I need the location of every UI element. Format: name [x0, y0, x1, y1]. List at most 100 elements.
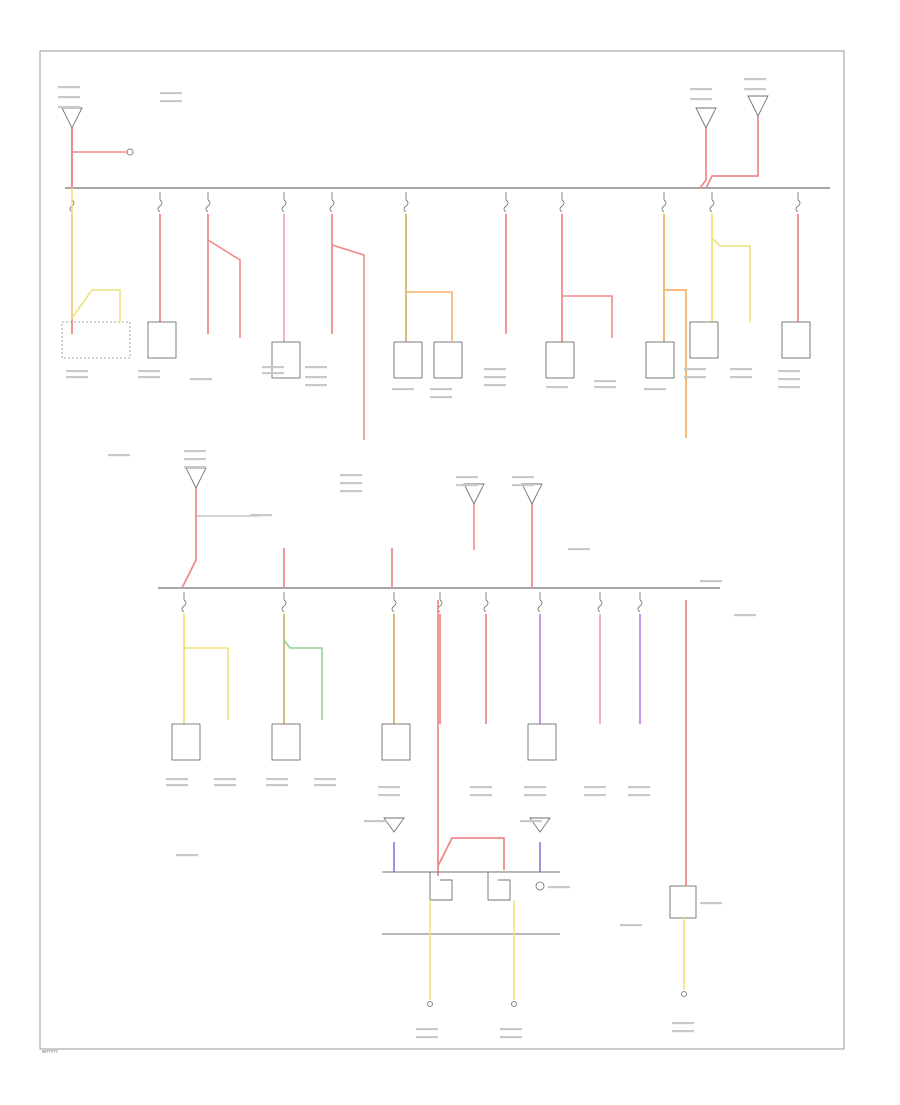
label-mark-49: [166, 778, 188, 781]
label-mark-32: [730, 368, 752, 371]
label-mark-3: [58, 106, 80, 109]
top-left-branch-terminal-icon: [126, 148, 134, 156]
label-mark-45: [512, 476, 534, 479]
top-red-loop-wire: [207, 239, 241, 338]
middle-fuse-1-icon: [181, 592, 187, 613]
label-mark-78: [176, 854, 198, 857]
label-mark-22: [430, 396, 452, 399]
label-mark-23: [484, 368, 506, 371]
label-mark-37: [184, 450, 206, 453]
label-mark-16: [262, 372, 284, 375]
bottom-relay-section: [382, 600, 697, 1007]
label-mark-28: [594, 386, 616, 389]
middle-center-source-connector-icon: [463, 483, 485, 506]
label-mark-52: [214, 784, 236, 787]
label-mark-61: [524, 786, 546, 789]
middle-right-source-connector-icon: [521, 483, 543, 506]
top-fuse-6-icon: [403, 192, 409, 213]
label-mark-62: [524, 794, 546, 797]
middle-fuse-7-icon: [597, 592, 603, 613]
label-mark-36: [778, 386, 800, 389]
label-mark-73: [500, 1028, 522, 1031]
bottom-right-ground-terminal-icon: [511, 1001, 517, 1007]
label-mark-56: [314, 784, 336, 787]
label-mark-31: [684, 376, 706, 379]
top-orange-wire: [406, 291, 453, 342]
middle-fuse-panel: [158, 467, 720, 761]
middle-fuse-2-icon: [281, 592, 287, 613]
top-yellow-wire-2: [711, 237, 751, 322]
label-mark-14: [190, 378, 212, 381]
label-mark-66: [628, 794, 650, 797]
top-fuse-8-icon: [559, 192, 565, 213]
middle-component-box-2: [271, 723, 301, 761]
top-component-box-6: [645, 341, 675, 379]
label-mark-46: [512, 484, 534, 487]
label-mark-53: [266, 778, 288, 781]
label-mark-24: [484, 376, 506, 379]
label-mark-8: [160, 92, 182, 95]
label-mark-30: [684, 368, 706, 371]
label-mark-59: [470, 786, 492, 789]
top-component-box-8: [781, 321, 811, 359]
top-fuse-2-icon: [157, 192, 163, 213]
top-yellow-wire: [71, 188, 121, 322]
label-mark-79: [620, 924, 642, 927]
label-mark-20: [392, 388, 414, 391]
top-left-source-connector-icon: [61, 107, 83, 130]
diagram-frame: [39, 50, 845, 1050]
label-mark-70: [700, 902, 722, 905]
label-mark-64: [584, 794, 606, 797]
top-fuse-9-icon: [661, 192, 667, 213]
top-red-long-wire: [331, 244, 365, 440]
label-mark-51: [214, 778, 236, 781]
label-mark-21: [430, 388, 452, 391]
label-mark-35: [778, 378, 800, 381]
label-mark-44: [456, 484, 478, 487]
bottom-fuse-link-terminal-icon: [535, 881, 545, 891]
top-component-box-7: [689, 321, 719, 359]
top-component-box-5: [545, 341, 575, 379]
label-mark-77: [108, 454, 130, 457]
label-mark-50: [166, 784, 188, 787]
top-fuse-10-icon: [709, 192, 715, 213]
label-mark-75: [672, 1022, 694, 1025]
bottom-left-ground-terminal-icon: [427, 1001, 433, 1007]
label-mark-76: [672, 1030, 694, 1033]
label-mark-41: [340, 482, 362, 485]
label-mark-17: [305, 366, 327, 369]
unreadable-label-marks: [58, 78, 800, 1039]
middle-yellow-wire: [183, 640, 229, 720]
middle-green-wire: [283, 639, 323, 720]
bottom-left-connector-icon: [383, 817, 405, 833]
label-mark-74: [500, 1036, 522, 1039]
label-mark-33: [730, 376, 752, 379]
label-mark-69: [548, 886, 570, 889]
label-mark-5: [690, 98, 712, 101]
top-component-box-4: [433, 341, 463, 379]
label-mark-1: [58, 86, 80, 89]
top-fuse-3-icon: [205, 192, 211, 213]
bottom-right-relay-switch-icon: [487, 872, 511, 901]
top-fuse-4-icon: [281, 192, 287, 213]
label-mark-26: [546, 386, 568, 389]
label-mark-43: [456, 476, 478, 479]
label-mark-7: [744, 88, 766, 91]
top-right-source-connector-b-icon: [747, 95, 769, 118]
middle-component-box-4: [527, 723, 557, 761]
label-mark-57: [378, 786, 400, 789]
label-mark-68: [520, 820, 542, 823]
label-mark-47: [250, 514, 272, 517]
label-mark-71: [416, 1028, 438, 1031]
label-mark-42: [340, 490, 362, 493]
top-right-feed-wire-b: [705, 116, 759, 189]
bottom-right-ground-terminal-2-icon: [681, 991, 687, 997]
label-mark-34: [778, 370, 800, 373]
label-mark-29: [644, 388, 666, 391]
label-mark-63: [584, 786, 606, 789]
top-red-wire-2: [562, 295, 613, 338]
middle-left-source-connector-icon: [185, 467, 207, 490]
label-mark-60: [470, 794, 492, 797]
middle-component-box-1: [171, 723, 201, 761]
bottom-red-bridge-wire: [437, 600, 505, 876]
